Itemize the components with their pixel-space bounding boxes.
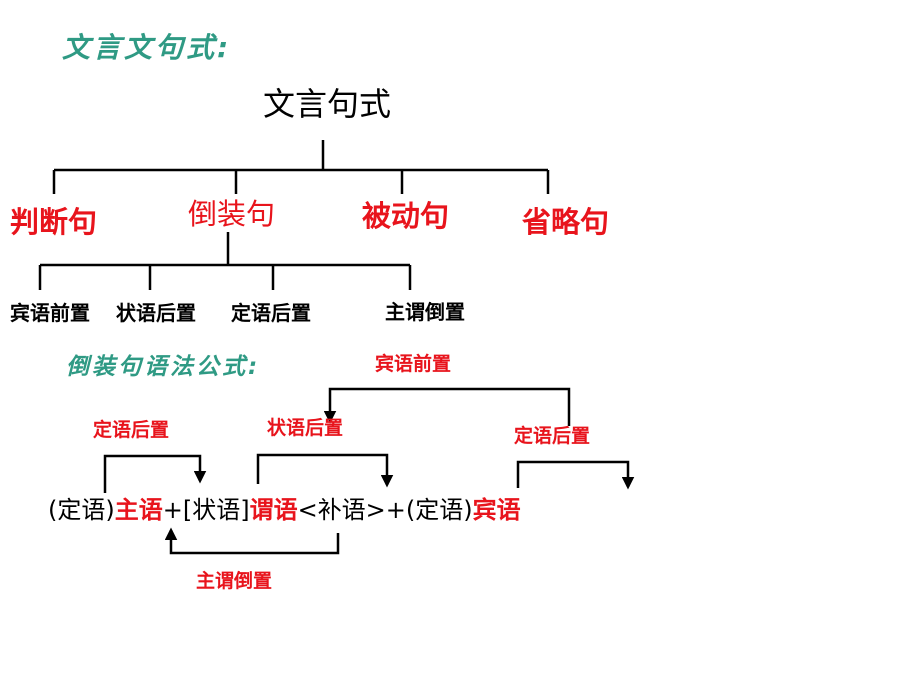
label-attr-post-left: 定语后置: [93, 419, 170, 441]
category-omission: 省略句: [522, 205, 610, 239]
label-subj-pred-inversion: 主谓倒置: [196, 570, 273, 592]
category-inversion: 倒装句: [188, 197, 276, 231]
arrow-adverbial-post: [256, 453, 394, 488]
arrow-attr-post-right: [516, 460, 635, 490]
page-heading: 文言文句式:: [62, 31, 232, 64]
label-adverbial-post: 状语后置: [267, 417, 344, 439]
formula-complement-attributive: <补语>+(定语): [297, 496, 473, 524]
subtype-adverbial-post: 状语后置: [116, 301, 196, 325]
label-object-fronting: 宾语前置: [375, 353, 452, 375]
category-judgment: 判断句: [10, 205, 98, 239]
subtype-subj-pred-inversion: 主谓倒置: [385, 300, 465, 324]
root-node: 文言句式: [263, 85, 392, 123]
subtype-object-fronting: 宾语前置: [10, 301, 90, 325]
label-attr-post-right: 定语后置: [514, 425, 591, 447]
category-passive: 被动句: [362, 199, 450, 233]
arrow-attr-post-left: [103, 454, 207, 493]
formula-adverbial: +[状语]: [162, 496, 250, 524]
formula-subject: 主语: [114, 496, 163, 524]
formula-heading: 倒装句语法公式:: [66, 354, 261, 380]
formula-attributive-1: (定语): [48, 496, 115, 524]
formula-line: (定语)主语+[状语]谓语<补语>+(定语)宾语: [48, 498, 521, 522]
formula-object: 宾语: [472, 496, 521, 524]
arrow-subj-pred-inversion: [164, 527, 340, 555]
arrow-object-fronting: [323, 387, 571, 426]
subtype-attr-post: 定语后置: [231, 301, 311, 325]
formula-predicate: 谓语: [249, 496, 298, 524]
